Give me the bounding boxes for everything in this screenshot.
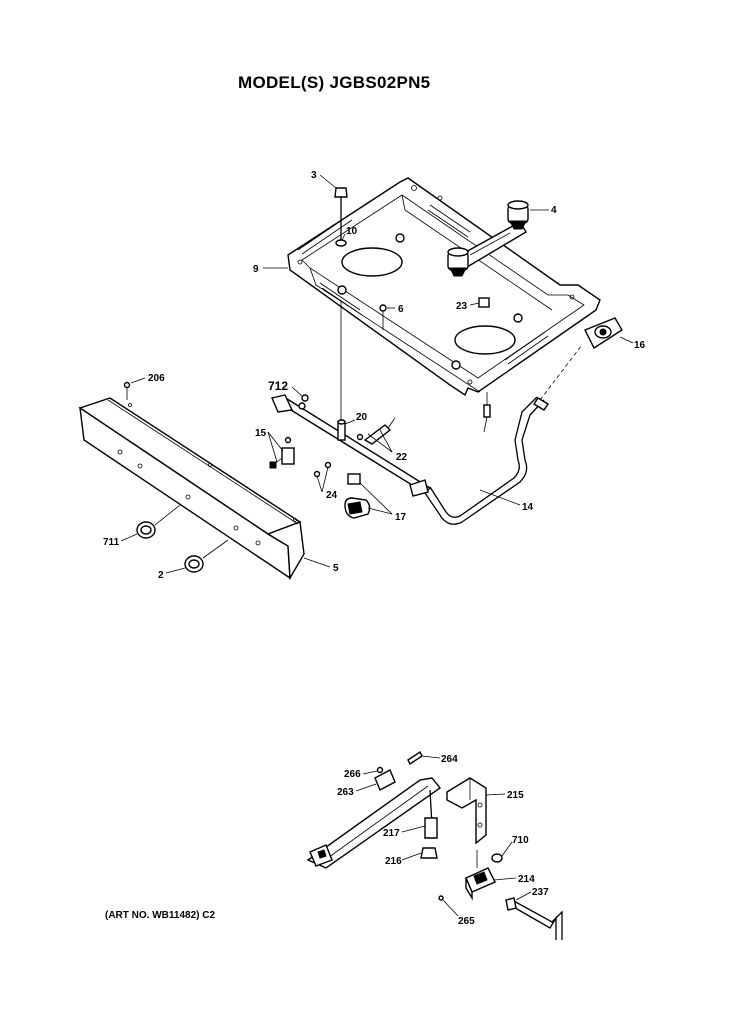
callout-263: 263	[337, 787, 354, 798]
callout-10: 10	[346, 226, 358, 237]
bracket-part-16	[584, 317, 623, 350]
grommet-part-711	[136, 504, 181, 539]
callout-4: 4	[551, 205, 557, 216]
callout-labels: 3 4 10 9 6 23 16 206 712 20 15 22 24 14 …	[103, 170, 646, 927]
callout-24: 24	[326, 490, 338, 501]
callout-9: 9	[253, 264, 259, 275]
callout-712: 712	[268, 379, 288, 393]
spud-part-22	[356, 417, 396, 445]
manifold-panel-part-5	[78, 397, 305, 581]
callout-3: 3	[311, 170, 317, 181]
valve-part-17	[344, 473, 371, 519]
art-number: (ART NO. WB11482) C2	[105, 910, 216, 921]
top-burner-part-4	[447, 200, 529, 277]
callout-266: 266	[344, 769, 361, 780]
callout-215: 215	[507, 790, 524, 801]
callout-2: 2	[158, 570, 164, 581]
model-title: MODEL(S) JGBS02PN5	[238, 73, 431, 92]
bracket-part-263	[374, 769, 396, 791]
valve-part-15	[269, 436, 295, 469]
callout-17: 17	[395, 512, 407, 523]
screw-part-206	[123, 381, 131, 400]
callout-23: 23	[456, 301, 468, 312]
nut-part-23	[478, 297, 490, 308]
nut-part-3	[334, 187, 348, 240]
burner-pan-assembly	[287, 177, 601, 397]
callout-6: 6	[398, 304, 404, 315]
callout-16: 16	[634, 340, 646, 351]
callout-15: 15	[255, 428, 267, 439]
callout-264: 264	[441, 754, 458, 765]
burner-tube-part-14	[424, 344, 583, 525]
grommet-part-2	[184, 539, 229, 573]
callout-217: 217	[383, 828, 400, 839]
callout-237: 237	[532, 887, 549, 898]
washer-part-10	[335, 239, 347, 247]
screw-part-264	[407, 750, 423, 766]
screw-part-265	[438, 895, 444, 901]
screws-part-24	[313, 461, 332, 478]
tube-part-237	[505, 897, 563, 940]
callout-22: 22	[396, 452, 408, 463]
screw-part-6	[379, 304, 387, 330]
callout-216: 216	[385, 856, 402, 867]
washer-part-710	[491, 853, 503, 863]
orifice-fitting	[483, 392, 491, 433]
oven-burner-tube	[306, 777, 442, 869]
igniter-part-217	[424, 789, 438, 839]
orifice-part-20	[337, 419, 346, 441]
nut-part-216	[420, 847, 438, 859]
callout-710: 710	[512, 835, 529, 846]
screw-part-712	[301, 394, 309, 402]
callout-206: 206	[148, 373, 165, 384]
callout-leaders	[120, 174, 634, 917]
screw-part-266	[376, 766, 384, 774]
valve-part-214	[465, 850, 496, 901]
callout-214: 214	[518, 874, 535, 885]
callout-5: 5	[333, 563, 339, 574]
callout-20: 20	[356, 412, 368, 423]
bracket-part-215	[446, 777, 487, 845]
callout-265: 265	[458, 916, 475, 927]
callout-14: 14	[522, 502, 534, 513]
callout-711: 711	[103, 537, 120, 548]
